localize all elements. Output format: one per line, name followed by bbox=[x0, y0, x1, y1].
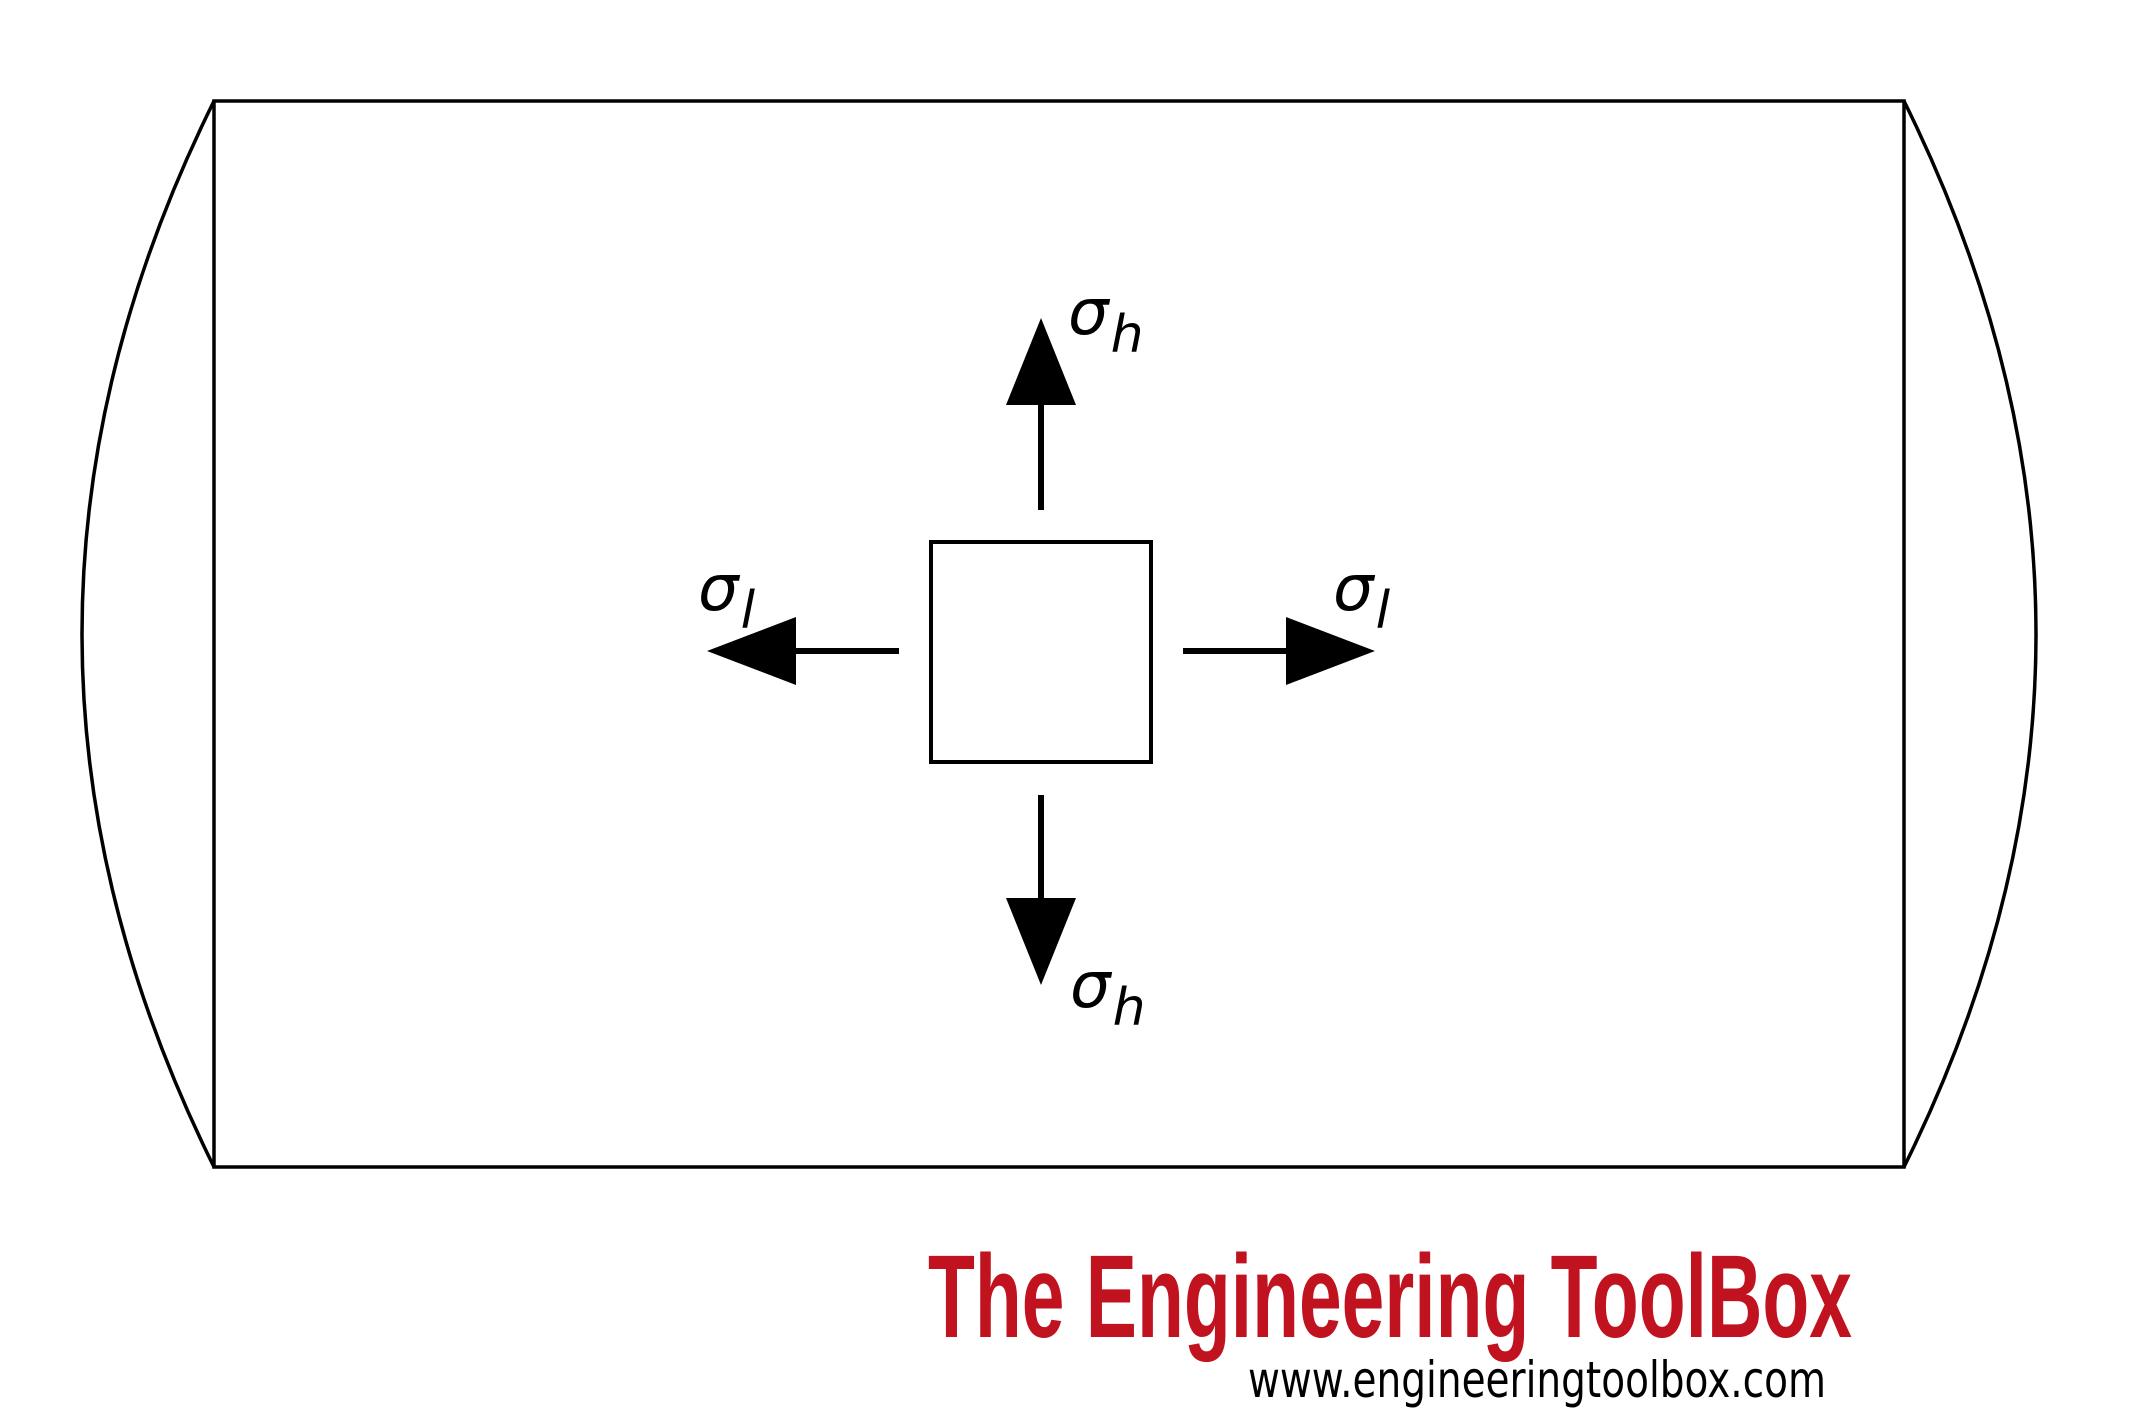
arrow-hoop-up bbox=[1006, 318, 1076, 510]
stress-element bbox=[929, 540, 1153, 764]
label-longitudinal-right: σl bbox=[1333, 552, 1391, 641]
label-hoop-bottom: σh bbox=[1070, 949, 1146, 1038]
brand-url: www.engineeringtoolbox.com bbox=[1248, 1351, 1826, 1409]
label-longitudinal-left: σl bbox=[698, 552, 756, 641]
arrow-longitudinal-right bbox=[1183, 617, 1375, 685]
vessel-shell bbox=[212, 99, 1906, 1169]
arrow-hoop-down bbox=[1006, 795, 1076, 985]
arrow-longitudinal-left bbox=[707, 617, 899, 685]
brand-title: The Engineering ToolBox bbox=[928, 1231, 1852, 1363]
vessel-left-head bbox=[80, 100, 216, 1168]
label-hoop-top: σh bbox=[1068, 276, 1144, 365]
vessel-right-head bbox=[1902, 100, 2038, 1168]
